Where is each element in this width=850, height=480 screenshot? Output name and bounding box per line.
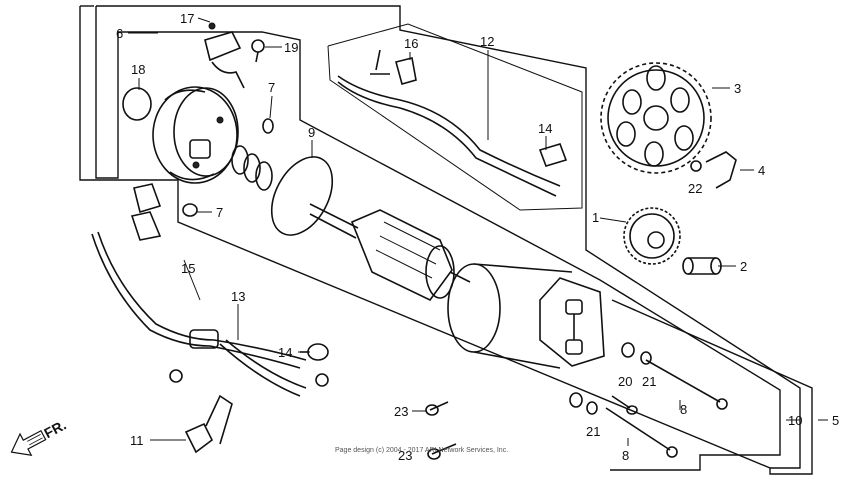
group-frame-5 bbox=[79, 5, 813, 475]
bolt-8-lower bbox=[605, 407, 678, 458]
callout-17: 17 bbox=[180, 11, 194, 26]
callout-4: 4 bbox=[758, 163, 765, 178]
callout-7b: 7 bbox=[216, 205, 223, 220]
bolt-19 bbox=[251, 39, 265, 63]
leader-lines bbox=[128, 17, 828, 446]
callout-9: 9 bbox=[308, 125, 315, 140]
armature bbox=[309, 203, 471, 302]
starter-cable-13 bbox=[91, 231, 329, 397]
callout-22: 22 bbox=[688, 181, 702, 196]
callout-5: 5 bbox=[832, 413, 839, 428]
idle-gear-1 bbox=[623, 207, 681, 265]
callout-11: 11 bbox=[130, 433, 144, 448]
callout-20: 20 bbox=[618, 374, 632, 389]
driven-sprocket-3 bbox=[600, 62, 712, 174]
callout-21b: 21 bbox=[586, 424, 600, 439]
callout-16: 16 bbox=[404, 36, 418, 51]
bolt-20 bbox=[611, 395, 638, 415]
copyright-notice: Page design (c) 2004 - 2017 ARI Network … bbox=[335, 447, 509, 454]
callout-7a: 7 bbox=[268, 80, 275, 95]
callout-3: 3 bbox=[734, 81, 741, 96]
o-ring-9 bbox=[270, 156, 334, 236]
bracket-11 bbox=[184, 394, 233, 454]
washers-7 bbox=[182, 118, 274, 217]
shaft-2 bbox=[682, 257, 722, 275]
callout-2: 2 bbox=[740, 259, 747, 274]
callout-21a: 21 bbox=[642, 374, 656, 389]
callout-13: 13 bbox=[231, 289, 245, 304]
group-frame-6 bbox=[95, 6, 781, 471]
motor-yoke bbox=[447, 263, 605, 369]
callout-14b: 14 bbox=[278, 345, 292, 360]
bolt-23-lower bbox=[427, 443, 457, 460]
brush-holder-17 bbox=[204, 22, 245, 89]
o-ring-18 bbox=[122, 87, 152, 121]
callout-14a: 14 bbox=[538, 121, 552, 136]
callout-6: 6 bbox=[116, 26, 123, 41]
callout-23a: 23 bbox=[394, 404, 408, 419]
callout-1: 1 bbox=[592, 210, 599, 225]
cap-16 bbox=[395, 57, 417, 85]
clamp-15 bbox=[130, 183, 162, 241]
wire-harness-12 bbox=[337, 49, 568, 197]
bolt-23-upper bbox=[425, 401, 449, 416]
group-frame-10 bbox=[96, 5, 801, 469]
group-frame-12 bbox=[327, 23, 583, 211]
callout-23b: 23 bbox=[398, 448, 412, 463]
direction-label: FR. bbox=[41, 417, 68, 442]
end-cover bbox=[152, 86, 239, 184]
bolt-8-upper bbox=[645, 359, 728, 410]
clip-4 bbox=[690, 151, 737, 189]
callout-12: 12 bbox=[480, 34, 494, 49]
callout-10: 10 bbox=[788, 413, 802, 428]
washers-21 bbox=[569, 342, 652, 415]
front-direction-arrow: FR. bbox=[10, 417, 69, 456]
callout-8a: 8 bbox=[680, 402, 687, 417]
seal-stack bbox=[231, 145, 273, 191]
callout-18: 18 bbox=[131, 62, 145, 77]
callout-15: 15 bbox=[181, 261, 195, 276]
callout-8b: 8 bbox=[622, 448, 629, 463]
callout-19: 19 bbox=[284, 40, 298, 55]
